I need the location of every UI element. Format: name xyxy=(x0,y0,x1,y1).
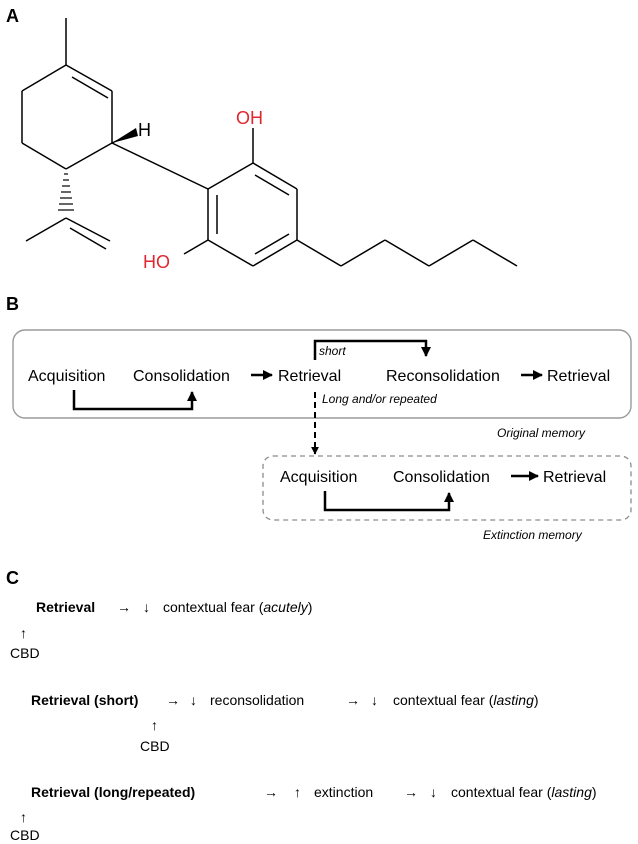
bond xyxy=(472,239,518,267)
bond xyxy=(207,162,254,190)
orig-consolidation: Consolidation xyxy=(133,368,230,385)
row3-up1: ↑ xyxy=(294,784,301,800)
bond xyxy=(69,227,107,250)
bond xyxy=(384,239,430,267)
row2-arrow1: → xyxy=(166,692,180,708)
cbd-structure xyxy=(21,18,518,267)
bond xyxy=(111,142,209,190)
row1-cbd: CBD xyxy=(10,645,40,661)
label-short: short xyxy=(319,344,346,358)
ext-consolidation: Consolidation xyxy=(393,469,490,486)
panel-b: B Acquisition Consolidation Retrieval Re… xyxy=(6,294,632,542)
row3-mid: extinction xyxy=(314,784,373,800)
bond xyxy=(65,64,113,92)
row1-effect: contextual fear (acutely) xyxy=(163,599,312,615)
panel-label-b: B xyxy=(6,294,19,314)
ext-acquisition: Acquisition xyxy=(280,469,357,486)
bond xyxy=(21,64,67,92)
row3-up: ↑ xyxy=(20,809,27,825)
wedge-bond xyxy=(112,128,138,143)
bond xyxy=(65,217,111,242)
row2-down1: ↓ xyxy=(190,692,197,708)
bond xyxy=(252,239,298,267)
caption-original-memory: Original memory xyxy=(497,426,586,440)
bond xyxy=(183,239,209,255)
orig-reconsolidation: Reconsolidation xyxy=(386,368,500,385)
orig-acquisition: Acquisition xyxy=(28,368,105,385)
orig-retrieval: Retrieval xyxy=(278,368,341,385)
hashed-bond xyxy=(58,173,74,211)
row1-line: Retrieval xyxy=(36,599,95,615)
row1-arrow: → xyxy=(117,599,131,615)
bond xyxy=(25,217,67,242)
row1-down: ↓ xyxy=(143,599,150,615)
row2-down2: ↓ xyxy=(371,692,378,708)
row2-effect: contextual fear (lasting) xyxy=(393,692,539,708)
row1-start: Retrieval xyxy=(36,599,95,615)
arrow-acquisition-consolidation xyxy=(72,390,197,411)
atom-h: H xyxy=(138,120,151,140)
panel-label-c: C xyxy=(6,568,19,588)
panel-a: A xyxy=(6,6,518,272)
bond xyxy=(254,233,290,255)
extinction-memory-box xyxy=(262,455,632,521)
row3-start: Retrieval (long/repeated) xyxy=(31,784,195,800)
original-memory-box xyxy=(12,329,632,419)
arrow-retrieval-short xyxy=(313,339,431,360)
label-long-repeated: Long and/or repeated xyxy=(322,392,437,406)
row3-arrow1: → xyxy=(264,784,278,800)
bond xyxy=(340,239,386,267)
bond xyxy=(428,239,474,267)
atom-ho-bottom: HO xyxy=(143,252,170,272)
row1-up: ↑ xyxy=(20,625,27,641)
ext-retrieval: Retrieval xyxy=(543,469,606,486)
orig-retrieval-final: Retrieval xyxy=(547,368,610,385)
bond xyxy=(71,76,109,99)
panel-label-a: A xyxy=(6,6,19,26)
row2-start: Retrieval (short) xyxy=(31,692,138,708)
row3-arrow2: → xyxy=(404,784,418,800)
bond xyxy=(254,174,290,196)
arrow-ext-acquisition-consolidation xyxy=(323,491,454,512)
row2-mid: reconsolidation xyxy=(210,692,304,708)
bond xyxy=(296,239,342,267)
row3-effect: contextual fear (lasting) xyxy=(451,784,597,800)
bond xyxy=(252,162,298,190)
panel-c: C Retrieval → ↓ contextual fear (acutely… xyxy=(6,568,597,843)
row3-down: ↓ xyxy=(430,784,437,800)
row2-cbd: CBD xyxy=(140,738,170,754)
bond xyxy=(21,142,67,170)
row2-arrow2: → xyxy=(346,692,360,708)
row2-up: ↑ xyxy=(151,717,158,733)
bond xyxy=(207,239,254,267)
row3-cbd: CBD xyxy=(10,827,40,843)
atom-oh-top: OH xyxy=(236,108,263,128)
bond xyxy=(65,142,113,170)
caption-extinction-memory: Extinction memory xyxy=(483,528,583,542)
